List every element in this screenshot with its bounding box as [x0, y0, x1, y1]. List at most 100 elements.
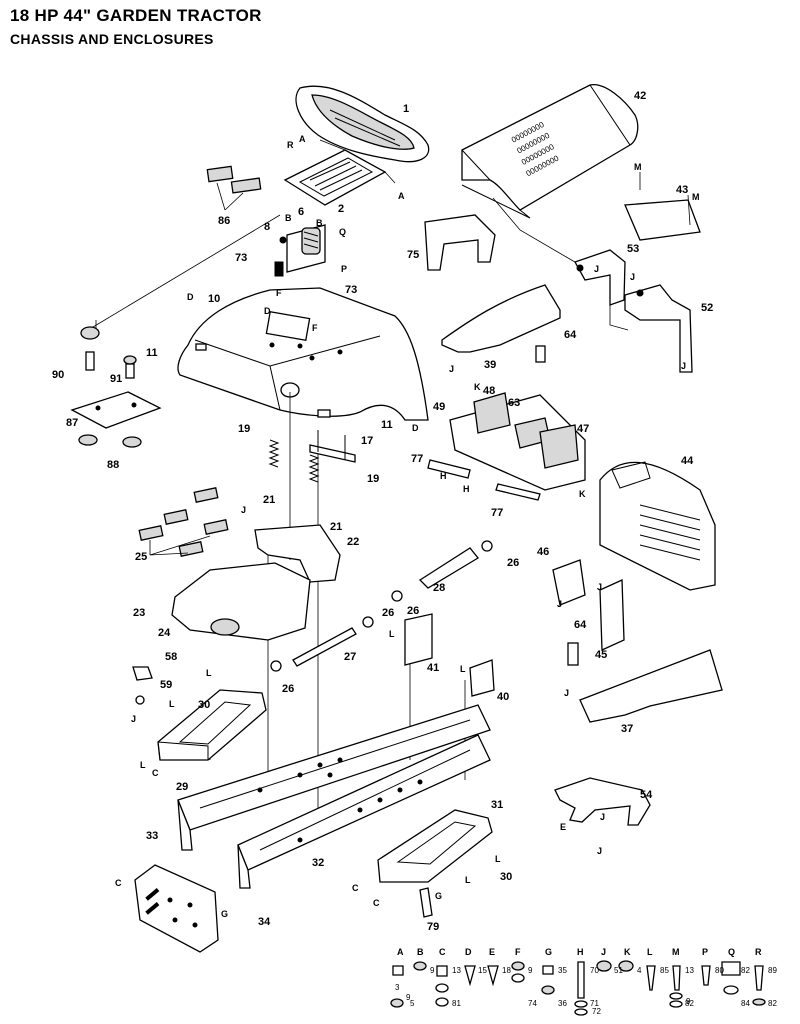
part-callout-31: 31 [491, 799, 503, 811]
hardware-key-part-number: 13 [685, 966, 694, 975]
ref-letter-J: J [600, 812, 605, 822]
part-callout-33: 33 [146, 830, 158, 842]
bar-77-b-drawing [495, 483, 541, 501]
ref-letter-P: P [341, 264, 347, 274]
hardware-key-letter: K [624, 947, 631, 957]
part-callout-44: 44 [681, 455, 694, 467]
dash-panel-drawing [441, 284, 561, 353]
ref-letter-J: J [597, 582, 602, 592]
part-callout-6: 6 [298, 206, 304, 218]
ref-letter-K: K [579, 489, 586, 499]
part-callout-47: 47 [577, 423, 589, 435]
seat-plate-drawing [283, 139, 396, 206]
part-callout-37: 37 [621, 723, 633, 735]
ref-letter-L: L [465, 875, 471, 885]
rear-plate-drawing [134, 864, 219, 953]
ref-letter-L: L [169, 699, 175, 709]
hood-support-bracket-drawing [574, 249, 693, 373]
ref-letter-D: D [264, 306, 271, 316]
hardware-key-part-number: 84 [741, 999, 750, 1008]
hardware-key-letter: D [465, 947, 472, 957]
ref-letter-J: J [557, 599, 562, 609]
hardware-key-letter: A [397, 947, 404, 957]
part-callout-77: 77 [491, 507, 503, 519]
grille-panel-drawing [599, 461, 716, 591]
part-callout-29: 29 [176, 781, 188, 793]
frame-rail-32-drawing [237, 734, 491, 889]
seat-pads-drawing [206, 165, 262, 211]
ref-letter-J: J [594, 264, 599, 274]
hardware-key-part-number: 51 [614, 966, 623, 975]
ref-letter-A: A [299, 134, 306, 144]
part-callout-11: 11 [381, 419, 393, 431]
hardware-key-part-number: 18 [502, 966, 511, 975]
part-callout-27: 27 [344, 651, 356, 663]
ref-letter-J: J [241, 505, 246, 515]
part-callout-30: 30 [198, 699, 210, 711]
ref-letter-C: C [152, 768, 159, 778]
ref-letter-J: J [681, 361, 686, 371]
ref-letter-H: H [440, 471, 447, 481]
part-callout-21: 21 [263, 494, 275, 506]
clip-59-drawing [135, 695, 145, 705]
ref-letter-J: J [564, 688, 569, 698]
part-callout-86: 86 [218, 215, 230, 227]
part-callout-90: 90 [52, 369, 64, 381]
hardware-key-letter: R [755, 947, 762, 957]
hardware-key-part-number: 71 [590, 999, 599, 1008]
hardware-key-letter: F [515, 947, 521, 957]
hardware-key-part-number: 72 [592, 1007, 601, 1016]
ref-letter-J: J [597, 846, 602, 856]
hardware-key-letter: Q [728, 947, 735, 957]
hardware-key-part-number: 80 [715, 966, 724, 975]
diagram-subtitle: CHASSIS AND ENCLOSURES [10, 31, 214, 47]
hardware-key-letter: M [672, 947, 680, 957]
part-callout-40: 40 [497, 691, 509, 703]
part-callout-32: 32 [312, 857, 324, 869]
seat-spring-bracket-drawing [279, 224, 326, 273]
hardware-key-part-number: 15 [478, 966, 487, 975]
ref-letter-H: H [463, 484, 470, 494]
part-callout-59: 59 [160, 679, 172, 691]
part-callout-64: 64 [574, 619, 587, 631]
pivot-bracket-drawing [70, 326, 162, 448]
springs-drawing [268, 430, 356, 483]
ref-letter-L: L [206, 668, 212, 678]
ref-letter-L: L [495, 854, 501, 864]
hose-28-drawing [418, 547, 479, 589]
part-callout-11: 11 [146, 347, 158, 359]
fuel-line-27-drawing [292, 627, 357, 667]
part-callout-77: 77 [411, 453, 423, 465]
battery-tray-drawing [554, 777, 651, 826]
part-callout-45: 45 [595, 649, 607, 661]
ref-letter-J: J [449, 364, 454, 374]
rear-fender-drawing [177, 287, 429, 421]
fuel-tank-drawing [138, 487, 341, 641]
dash-frame-drawing [449, 392, 586, 491]
part-callout-24: 24 [158, 627, 171, 639]
left-footrest-drawing [157, 689, 267, 761]
part-callout-43: 43 [676, 184, 688, 196]
side-panel-37-drawing [579, 649, 723, 723]
part-64-upper-drawing [535, 345, 546, 363]
part-callout-53: 53 [627, 243, 639, 255]
hardware-key-part-number: 5 [410, 999, 415, 1008]
ref-letter-K: K [474, 382, 481, 392]
part-callout-22: 22 [347, 536, 359, 548]
hardware-key-part-number: 35 [558, 966, 567, 975]
right-footrest-drawing [377, 809, 493, 883]
part-callout-58: 58 [165, 651, 177, 663]
part-callout-48: 48 [483, 385, 495, 397]
hardware-key-part-number: 36 [558, 999, 567, 1008]
hardware-key-letter: C [439, 947, 446, 957]
ref-letter-L: L [460, 664, 466, 674]
seat-drawing [295, 85, 430, 163]
ref-letter-L: L [140, 760, 146, 770]
part-callout-23: 23 [133, 607, 145, 619]
ref-letter-C: C [115, 878, 122, 888]
hardware-key-part-number: 3 [395, 983, 400, 992]
part-callout-42: 42 [634, 90, 646, 102]
part-callout-19: 19 [238, 423, 250, 435]
hardware-key-part-number: 9 [528, 966, 533, 975]
